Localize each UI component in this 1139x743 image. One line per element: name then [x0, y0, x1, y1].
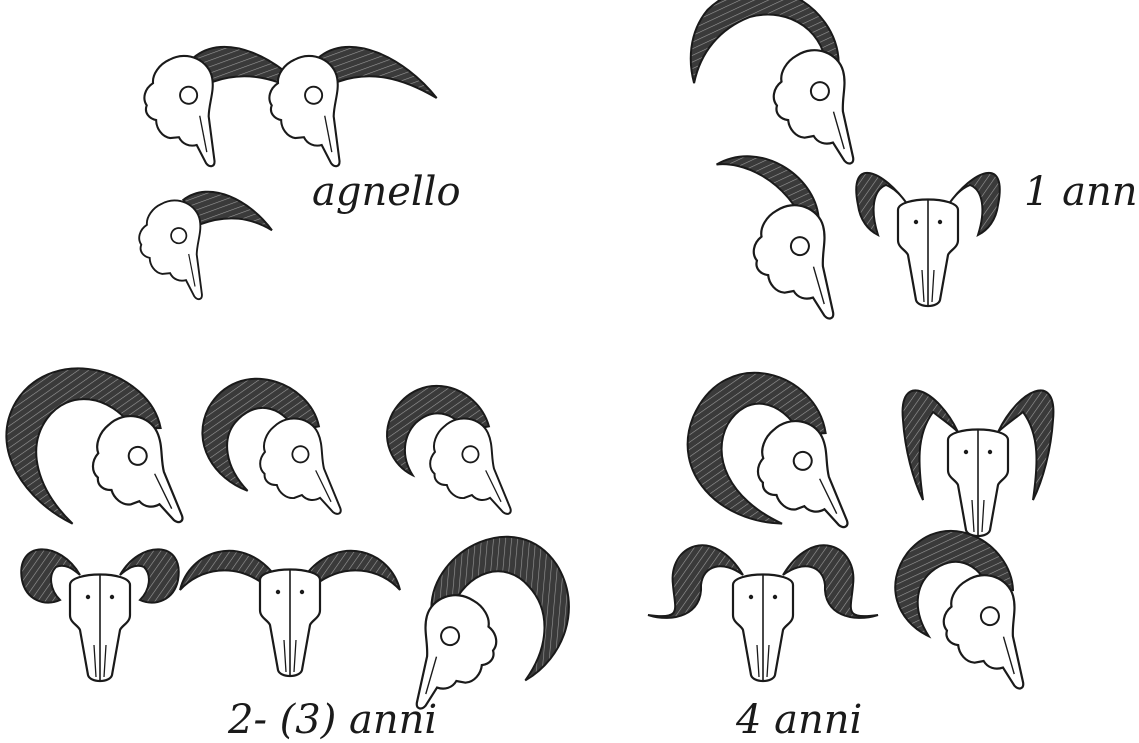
- label-two-three-years: 2- (3) anni: [228, 700, 437, 740]
- ram-skull-four-years-icon: [903, 390, 1054, 536]
- label-one-year: 1 anno: [1024, 172, 1139, 212]
- ram-skull-two-three-years-icon: [21, 549, 178, 681]
- one-year-skulls: [672, 0, 1000, 321]
- ram-skull-four-years-icon: [875, 511, 1075, 691]
- two-three-years-skulls: [0, 347, 599, 734]
- ram-skull-four-years-icon: [667, 354, 886, 550]
- ram-skull-lamb-icon: [125, 163, 275, 312]
- label-lamb: agnello: [312, 172, 461, 212]
- ram-skull-one-year-icon: [677, 137, 885, 321]
- label-four-years: 4 anni: [736, 700, 862, 740]
- ram-skull-one-year-icon: [856, 173, 1000, 306]
- ram-skull-two-three-years-icon: [0, 347, 220, 559]
- ram-skull-lamb-icon: [254, 11, 441, 193]
- ram-skull-four-years-icon: [648, 545, 878, 681]
- ram-skull-two-three-years-icon: [186, 363, 375, 523]
- four-years-skulls: [648, 354, 1076, 691]
- ram-skull-two-three-years-icon: [373, 372, 544, 516]
- ram-skull-one-year-icon: [672, 0, 910, 171]
- ram-skull-two-three-years-icon: [180, 551, 400, 676]
- lamb-skulls: [125, 11, 440, 312]
